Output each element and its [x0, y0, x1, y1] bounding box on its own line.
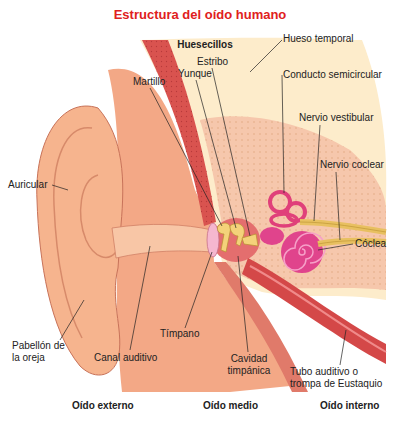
leader-line [212, 68, 250, 236]
part-label: Oído externo [72, 400, 152, 412]
cochlea-spiral [284, 233, 325, 270]
leader-line [130, 246, 150, 350]
tissue-band [142, 40, 216, 226]
leader-line [250, 40, 282, 72]
part-label: Canal auditivo [94, 352, 174, 364]
malleus [217, 223, 230, 252]
bone-texture [200, 116, 386, 290]
bone-dots [200, 116, 386, 290]
leader-line [314, 125, 320, 221]
semicircular-canal [271, 214, 297, 226]
part-label: Pabellón de la oreja [12, 340, 74, 363]
eustachian-tube [242, 258, 386, 364]
part-label: Conducto semicircular [283, 69, 398, 81]
part-label: Tímpano [160, 328, 210, 340]
diagram-title: Estructura del oído humano [0, 8, 400, 23]
part-label: Auricular [8, 179, 68, 191]
vestibular-nerve [300, 222, 386, 232]
leader-lines [52, 40, 353, 365]
leader-line [52, 185, 68, 190]
part-label: Estribo [197, 56, 247, 68]
part-label: Huesecillos [169, 39, 241, 51]
ear-canal [112, 224, 212, 258]
part-label: Yunque [178, 68, 228, 80]
leader-line [340, 330, 346, 365]
leader-line [60, 300, 84, 340]
leader-line [150, 88, 222, 226]
part-label: Cóclea [355, 238, 400, 250]
part-label: Hueso temporal [283, 33, 393, 45]
part-label: Martillo [133, 76, 183, 88]
part-label: Cavidad timpánica [220, 353, 278, 376]
leader-line [196, 80, 236, 228]
leader-line [238, 256, 248, 352]
tissue-dots [142, 40, 216, 226]
leader-line [185, 252, 212, 328]
part-label: Tubo auditivo o trompa de Eustaquio [290, 366, 390, 389]
leader-line [282, 75, 284, 193]
pinna [37, 106, 123, 375]
eustachian-lumen [250, 266, 386, 352]
part-label: Nervio vestibular [299, 112, 399, 124]
leader-line [318, 244, 353, 250]
part-label: Nervio coclear [320, 159, 400, 171]
pinna-fold [54, 128, 92, 338]
incus [230, 224, 244, 246]
leader-line [336, 172, 340, 240]
part-label: Oído interno [320, 400, 395, 412]
pinna-concha [81, 175, 116, 257]
part-label: Oído medio [203, 400, 273, 412]
vestibule [260, 227, 284, 245]
